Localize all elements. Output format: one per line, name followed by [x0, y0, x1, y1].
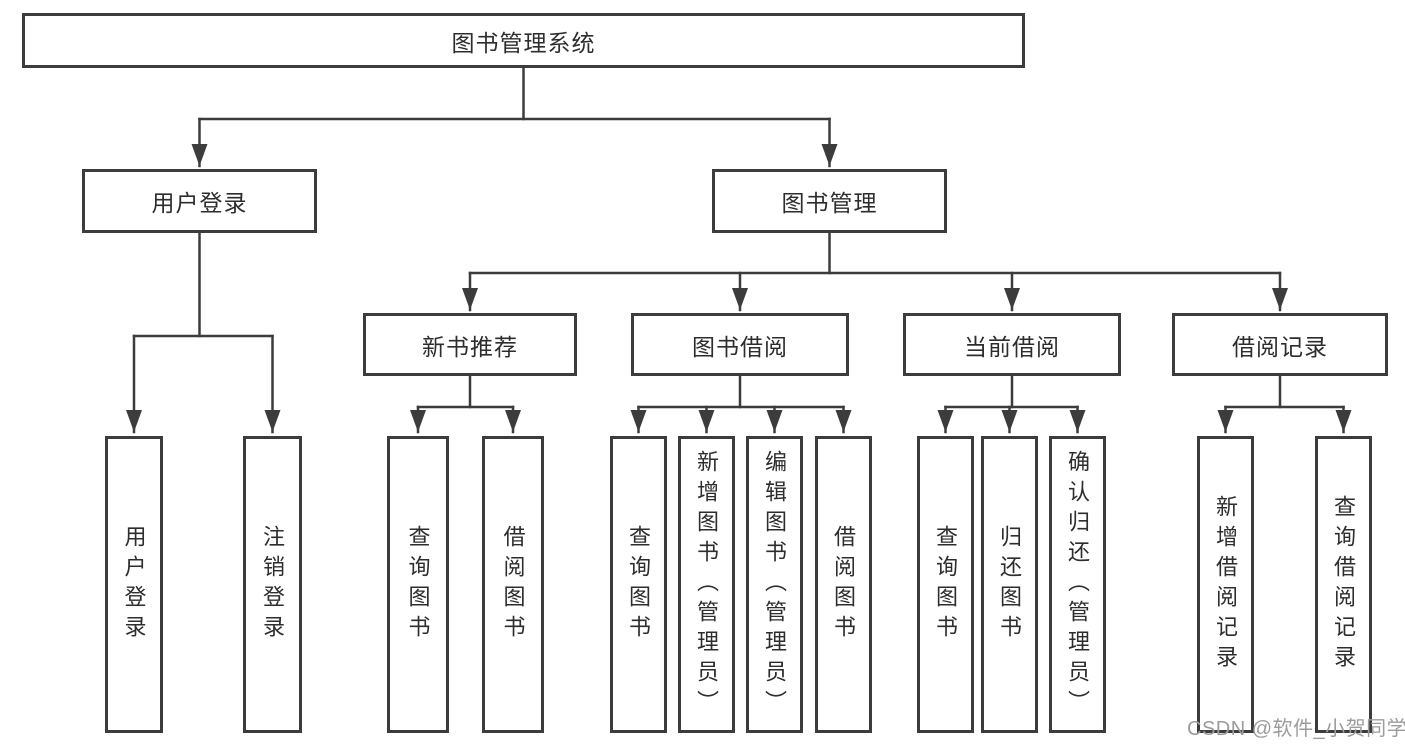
node-new-book-recommendation-label: 新书推荐: [422, 333, 518, 360]
leaf-add-book-admin: 新增图书（管理员）: [678, 436, 735, 733]
leaf-user-login: 用户登录: [105, 436, 163, 733]
node-current-borrowing: 当前借阅: [903, 313, 1121, 376]
node-borrowing-records-label: 借阅记录: [1232, 333, 1328, 360]
node-user-login: 用户登录: [82, 169, 317, 233]
node-new-book-recommendation: 新书推荐: [363, 313, 577, 376]
node-book-borrowing-label: 图书借阅: [692, 333, 788, 360]
leaf-confirm-return-admin: 确认归还（管理员）: [1049, 436, 1106, 733]
node-current-borrowing-label: 当前借阅: [964, 333, 1060, 360]
node-user-login-label: 用户登录: [151, 190, 248, 216]
leaf-query-book-recommend: 查询图书: [387, 436, 449, 733]
leaf-query-book-borrowing: 查询图书: [610, 436, 667, 733]
node-library-system-label: 图书管理系统: [451, 29, 596, 56]
node-borrowing-records: 借阅记录: [1172, 313, 1388, 376]
leaf-add-borrow-record: 新增借阅记录: [1197, 436, 1254, 733]
node-book-management-label: 图书管理: [781, 190, 878, 216]
leaf-borrow-book-recommend: 借阅图书: [482, 436, 544, 733]
leaf-borrow-book-borrowing: 借阅图书: [815, 436, 872, 733]
leaf-return-book: 归还图书: [981, 436, 1038, 733]
leaf-query-borrow-record: 查询借阅记录: [1315, 436, 1372, 733]
node-library-system: 图书管理系统: [22, 13, 1025, 68]
node-book-borrowing: 图书借阅: [631, 313, 849, 376]
leaf-query-book-current: 查询图书: [917, 436, 974, 733]
csdn-watermark: CSDN @软件_小贺同学: [1187, 718, 1405, 740]
leaf-logout-login: 注销登录: [243, 436, 302, 733]
node-book-management: 图书管理: [712, 169, 947, 233]
leaf-edit-book-admin: 编辑图书（管理员）: [746, 436, 803, 733]
